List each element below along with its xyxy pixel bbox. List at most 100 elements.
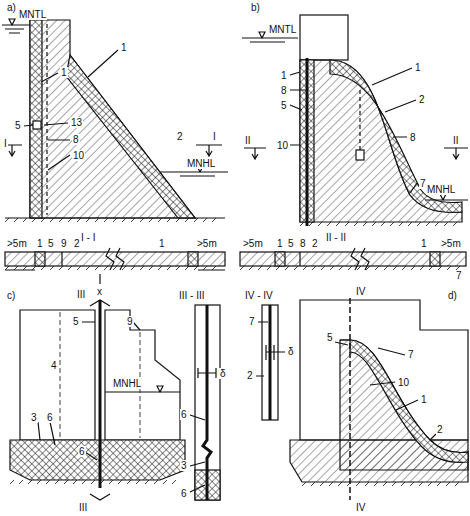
ground-tick	[419, 482, 423, 486]
drawing-stroke	[5, 218, 460, 486]
ground-tick	[444, 222, 448, 226]
callout-label: I	[3, 138, 8, 149]
callout-label: 6	[180, 488, 188, 499]
ground-tick	[375, 266, 379, 270]
ground-tick	[320, 482, 324, 486]
ground-tick	[28, 480, 32, 484]
ground-tick	[366, 266, 370, 270]
ground-tick	[10, 480, 14, 484]
drawing-stroke	[244, 148, 266, 159]
ground-tick	[73, 480, 77, 484]
callout-label: III - III	[178, 290, 206, 301]
ground-tick	[131, 266, 135, 270]
callout-label: 1	[420, 394, 428, 405]
callout-label: 8	[299, 238, 307, 249]
ground-tick	[384, 266, 388, 270]
ground-tick	[185, 266, 189, 270]
callout-label: 5	[280, 100, 288, 111]
drawing-stroke	[10, 440, 185, 480]
ground-tick	[113, 266, 117, 270]
drawing-stroke	[5, 270, 225, 284]
ground-tick	[374, 482, 378, 486]
ground-tick	[86, 218, 90, 222]
drawing-stroke	[66, 55, 195, 218]
ground-tick	[356, 482, 360, 486]
ground-tick	[329, 482, 333, 486]
ground-tick	[338, 482, 342, 486]
callout-label: II	[452, 135, 460, 146]
callout-label: IV	[355, 286, 366, 297]
ground-tick	[68, 266, 72, 270]
ground-tick	[303, 266, 307, 270]
ground-tick	[453, 222, 457, 226]
drawing-stroke	[38, 322, 140, 460]
ground-tick	[447, 266, 451, 270]
ground-tick	[311, 482, 315, 486]
callout-label: MNTL	[268, 24, 297, 35]
callout-label: >5m	[242, 238, 264, 249]
ground-tick	[32, 266, 36, 270]
ground-tick	[145, 480, 149, 484]
ground-tick	[23, 218, 27, 222]
ground-tick	[149, 266, 153, 270]
callout-label: II - II	[325, 232, 347, 243]
ground-tick	[357, 266, 361, 270]
callout-label: MNHL	[426, 184, 456, 195]
drawing-stroke	[269, 305, 272, 420]
ground-tick	[354, 222, 358, 226]
drawing-stroke	[349, 298, 351, 500]
drawing-stroke	[203, 305, 211, 500]
callout-label: 10	[276, 140, 289, 151]
drawing-stroke	[90, 300, 110, 500]
ground-tick	[393, 266, 397, 270]
ground-tick	[212, 266, 216, 270]
drawing-stroke	[188, 252, 198, 266]
ground-tick	[428, 482, 432, 486]
ground-tick	[131, 218, 135, 222]
ground-tick	[372, 222, 376, 226]
ground-tick	[122, 266, 126, 270]
callout-label: 9	[126, 316, 134, 327]
ground-tick	[339, 266, 343, 270]
callout-label: MNHL	[112, 378, 142, 389]
ground-tick	[240, 266, 244, 270]
drawing-stroke	[105, 310, 180, 440]
callout-label: II	[244, 135, 252, 146]
drawing-stroke	[275, 252, 285, 266]
ground-tick	[318, 222, 322, 226]
drawing-stroke	[2, 15, 468, 500]
ground-tick	[429, 266, 433, 270]
callout-label: 1	[414, 62, 422, 73]
callout-label: 1	[158, 238, 166, 249]
ground-tick	[167, 266, 171, 270]
ground-tick	[300, 222, 304, 226]
ground-tick	[347, 482, 351, 486]
ground-tick	[285, 266, 289, 270]
ground-tick	[258, 266, 262, 270]
ground-tick	[420, 266, 424, 270]
callout-label: 6	[78, 446, 86, 457]
ground-tick	[109, 480, 113, 484]
callout-label: 2	[311, 238, 319, 249]
ground-tick	[154, 480, 158, 484]
callout-label: IV - IV	[244, 290, 274, 301]
ground-tick	[345, 222, 349, 226]
ground-tick	[249, 266, 253, 270]
ground-tick	[321, 266, 325, 270]
ground-tick	[50, 218, 54, 222]
ground-tick	[381, 222, 385, 226]
ground-tick	[392, 482, 396, 486]
drawing-stroke	[290, 68, 417, 193]
ground-tick	[267, 266, 271, 270]
drawing-stroke	[330, 60, 462, 212]
drawing-stroke	[62, 248, 124, 270]
drawing-stroke	[300, 60, 462, 222]
callout-label: 6	[46, 412, 54, 423]
ground-tick	[203, 218, 207, 222]
ground-tick	[86, 266, 90, 270]
callout-label: δ	[287, 346, 295, 357]
callout-label: 7	[248, 316, 256, 327]
ground-tick	[294, 266, 298, 270]
ground-tick	[383, 482, 387, 486]
